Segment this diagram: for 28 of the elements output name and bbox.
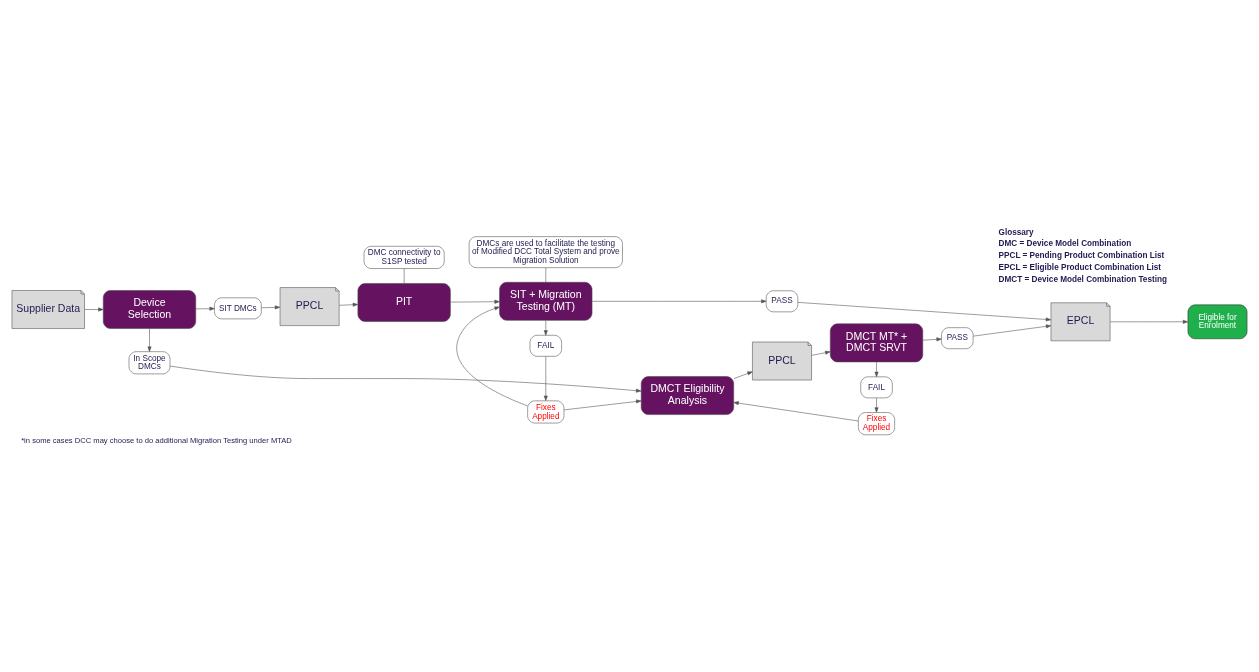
arrow [973,324,1052,337]
arrow [456,306,528,407]
node-box: DMCT MT* + DMCT SRVT [830,323,924,363]
arrow [733,401,859,422]
arrow [1109,319,1189,324]
arrow [591,299,767,304]
connector [545,267,547,283]
node-box: DMCT Eligibility Analysis [640,376,734,415]
node-box: SIT + Migration Testing (MT) [499,282,593,321]
arrow [797,302,1052,322]
arrow [922,337,942,342]
arrow [874,361,879,378]
connector [403,268,405,284]
arrow [84,307,104,312]
arrow [563,399,642,411]
node-box: Device Selection [102,290,197,329]
arrow [338,302,359,307]
arrow [543,356,548,401]
arrow [261,305,281,310]
arrow [543,320,548,336]
arrow [169,365,642,393]
arrow [147,328,152,352]
arrow [450,299,500,304]
arrow [874,397,879,413]
arrow [195,306,215,311]
node-box: PIT [357,283,451,322]
arrow [733,371,753,379]
arrow [811,350,831,356]
